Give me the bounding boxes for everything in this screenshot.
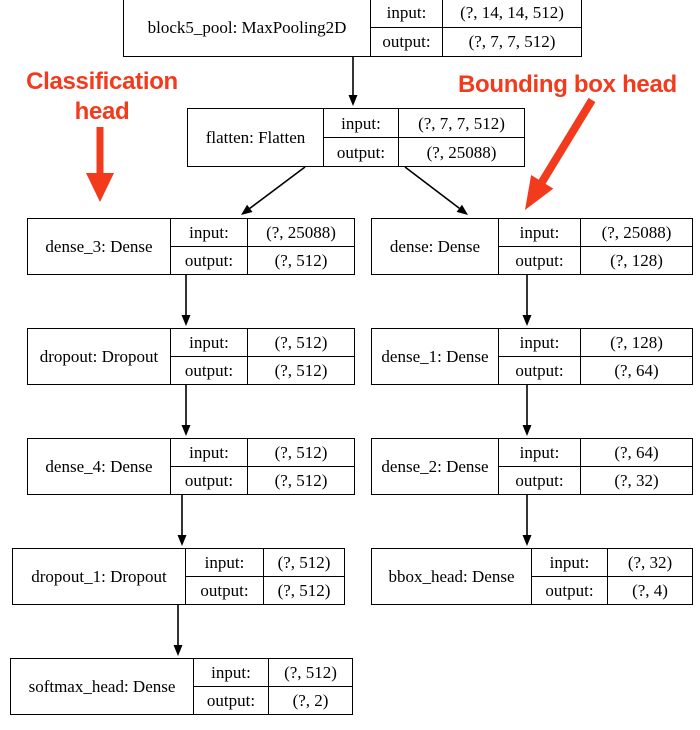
edge-dropout-dense_4 (181, 385, 191, 436)
output-label: output: (324, 138, 399, 166)
input-label: input: (371, 0, 443, 27)
layer-name: flatten: Flatten (188, 109, 324, 166)
layer-name: block5_pool: MaxPooling2D (124, 0, 371, 56)
input-label: input: (499, 439, 581, 466)
output-shape: (?, 2) (292, 691, 329, 710)
input-label: input: (499, 329, 581, 356)
classification-head-line2: head (74, 98, 130, 125)
edge-block5_pool-flatten (348, 57, 358, 106)
layer-name: dense_2: Dense (372, 439, 499, 494)
output-label: output: (171, 247, 248, 274)
output-label: output: (186, 577, 264, 604)
output-shape: (?, 64) (614, 361, 659, 380)
layer-name: bbox_head: Dense (372, 549, 532, 604)
output-shape: (?, 512) (274, 471, 328, 490)
edge-dense_3-dropout (181, 275, 191, 326)
output-label: output: (532, 577, 608, 604)
input-label: input: (324, 109, 399, 137)
bbox-head-arrow (525, 97, 596, 210)
layer-node-dropout_1: dropout_1: Dropout input: (?, 512) outpu… (12, 548, 345, 605)
layer-node-softmax_head: softmax_head: Dense input: (?, 512) outp… (10, 658, 353, 715)
layer-node-block5_pool: block5_pool: MaxPooling2D input: (?, 14,… (123, 0, 582, 57)
output-shape: (?, 512) (274, 251, 328, 270)
output-label: output: (171, 357, 248, 384)
input-shape: (?, 64) (614, 443, 659, 462)
layer-node-flatten: flatten: Flatten input: (?, 7, 7, 512) o… (187, 108, 525, 167)
output-label: output: (499, 247, 581, 274)
layer-node-dropout: dropout: Dropout input: (?, 512) output:… (27, 328, 355, 385)
layer-name: softmax_head: Dense (11, 659, 194, 714)
input-shape: (?, 32) (627, 553, 673, 572)
input-shape: (?, 512) (274, 333, 328, 352)
output-label: output: (171, 467, 248, 494)
layer-node-dense: dense: Dense input: (?, 25088) output: (… (371, 218, 693, 275)
input-label: input: (194, 659, 269, 686)
input-label: input: (171, 219, 248, 246)
layer-node-dense_3: dense_3: Dense input: (?, 25088) output:… (27, 218, 355, 275)
layer-node-dense_4: dense_4: Dense input: (?, 512) output: (… (27, 438, 355, 495)
output-shape: (?, 25088) (426, 142, 497, 162)
input-label: input: (186, 549, 264, 576)
bounding-box-head-label: Bounding box head (458, 71, 677, 98)
input-label: input: (171, 439, 248, 466)
output-shape: (?, 512) (277, 581, 331, 600)
output-label: output: (371, 27, 443, 56)
layer-name: dense: Dense (372, 219, 499, 274)
output-label: output: (499, 357, 581, 384)
input-shape: (?, 128) (610, 333, 663, 352)
edge-flatten-dense (404, 166, 468, 215)
input-shape: (?, 512) (277, 553, 331, 572)
input-label: input: (532, 549, 608, 576)
output-shape: (?, 7, 7, 512) (468, 32, 556, 52)
layer-name: dropout_1: Dropout (13, 549, 186, 604)
edge-dropout_1-softmax_head (173, 605, 183, 656)
layer-name: dense_4: Dense (28, 439, 171, 494)
classification-head-line1: Classification (26, 68, 178, 95)
output-label: output: (499, 467, 581, 494)
input-shape: (?, 512) (284, 663, 337, 682)
layer-node-dense_1: dense_1: Dense input: (?, 128) output: (… (371, 328, 693, 385)
output-shape: (?, 4) (632, 581, 668, 600)
output-label: output: (194, 687, 269, 714)
edge-dense-dense_1 (522, 275, 532, 326)
output-shape: (?, 512) (274, 361, 328, 380)
layer-name: dropout: Dropout (28, 329, 171, 384)
edge-dense_4-dropout_1 (177, 495, 187, 546)
output-shape: (?, 32) (614, 471, 659, 490)
layer-node-dense_2: dense_2: Dense input: (?, 64) output: (?… (371, 438, 693, 495)
edge-flatten-dense_3 (241, 166, 306, 215)
input-label: input: (171, 329, 248, 356)
input-shape: (?, 25088) (601, 223, 672, 242)
layer-name: dense_1: Dense (372, 329, 499, 384)
input-shape: (?, 14, 14, 512) (460, 2, 564, 22)
input-label: input: (499, 219, 581, 246)
layer-name: dense_3: Dense (28, 219, 171, 274)
output-shape: (?, 128) (610, 251, 663, 270)
input-shape: (?, 25088) (266, 223, 336, 242)
input-shape: (?, 7, 7, 512) (418, 113, 505, 133)
input-shape: (?, 512) (274, 443, 328, 462)
edge-dense_1-dense_2 (522, 385, 532, 436)
edge-dense_2-bbox_head (522, 495, 532, 546)
layer-node-bbox_head: bbox_head: Dense input: (?, 32) output: … (371, 548, 693, 605)
classification-head-label: Classification head (12, 67, 192, 127)
classification-head-arrow (86, 127, 114, 202)
